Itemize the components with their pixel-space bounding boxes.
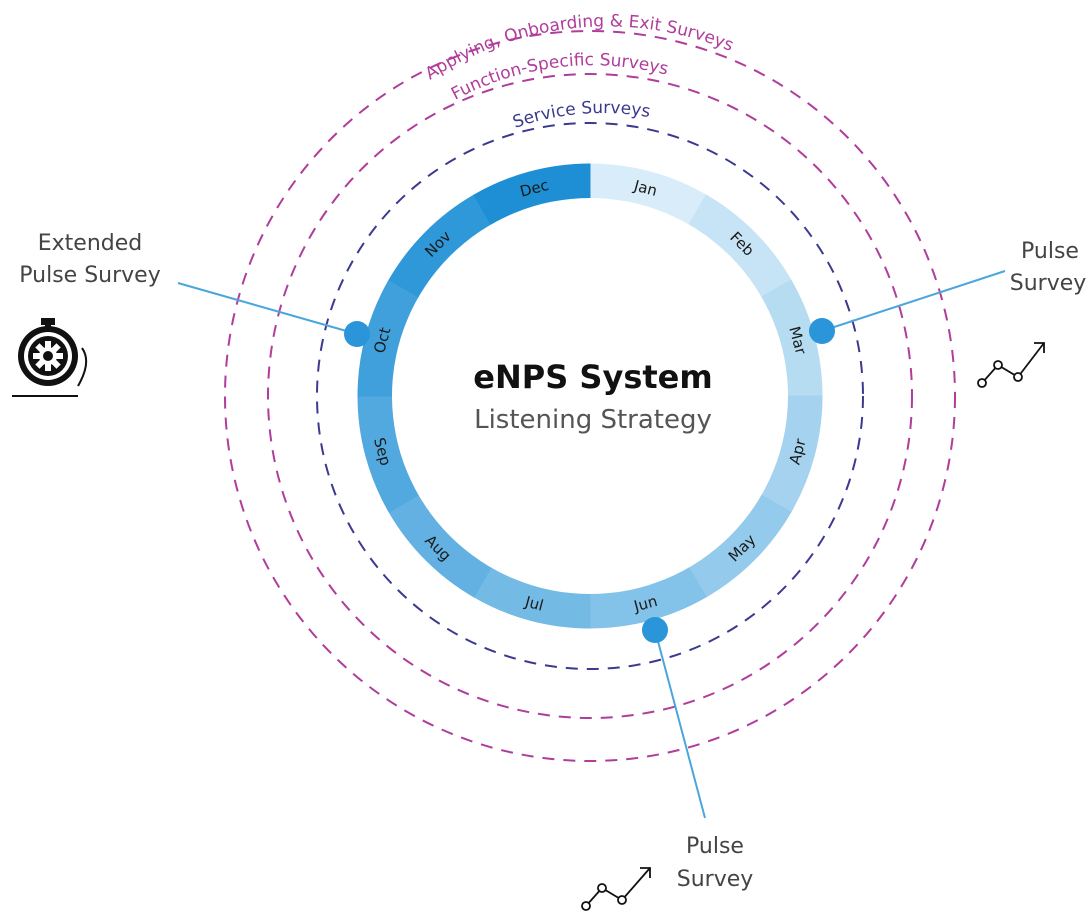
mar-marker: [809, 318, 835, 344]
jun-marker: [642, 617, 668, 643]
left-callout-line2: Pulse Survey: [19, 263, 160, 288]
month-label-jun: Jun: [631, 592, 659, 616]
stopwatch-gear-icon: [12, 318, 88, 397]
month-label-jan: Jan: [631, 176, 659, 200]
right-callout-line2: Survey: [1010, 271, 1087, 296]
right-connector-line: [821, 270, 1006, 332]
oct-marker: [344, 321, 370, 347]
bottom-callout-line2: Survey: [677, 867, 754, 892]
left-connector-line: [177, 282, 358, 335]
outer-ring-label: Applying, Onboarding & Exit Surveys: [422, 11, 737, 84]
bottom-callout-line1: Pulse: [686, 834, 744, 859]
page-subtitle: Listening Strategy: [474, 405, 712, 435]
bottom-connector-line: [654, 629, 706, 819]
outer-dashed-ring: [224, 30, 956, 762]
inner-ring-label: Service Surveys: [510, 98, 652, 133]
middle-dashed-ring: [267, 73, 913, 719]
center-disc: [392, 198, 788, 594]
inner-dashed-ring: [316, 122, 864, 670]
trend-line-icon: [581, 867, 651, 911]
page-title: eNPS System: [473, 358, 712, 396]
month-label-jul: Jul: [522, 592, 545, 614]
left-callout-line1: Extended: [38, 231, 143, 256]
trend-line-icon: [977, 342, 1045, 388]
right-callout-line1: Pulse: [1021, 239, 1079, 264]
